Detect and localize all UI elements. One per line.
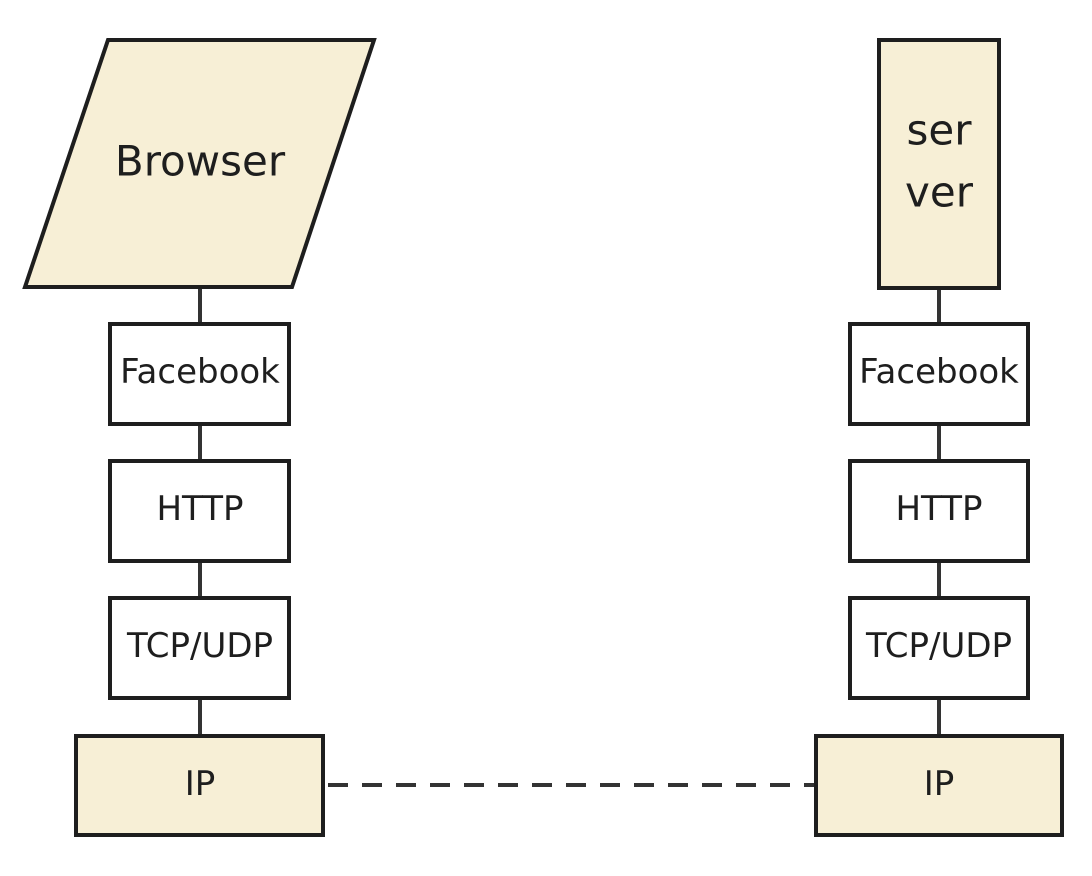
right-facebook-box: [848, 322, 1030, 426]
left-facebook-layer[interactable]: Facebook: [108, 322, 291, 426]
right-ip-label: IP: [924, 764, 955, 804]
left-ip-box: [74, 734, 325, 837]
browser-shape: [22, 38, 377, 289]
right-http-box: [848, 459, 1030, 563]
right-facebook-label: Facebook: [859, 352, 1019, 392]
browser-node[interactable]: Browser: [22, 38, 377, 289]
right-tcp-udp-layer[interactable]: TCP/UDP: [848, 596, 1030, 700]
left-http-layer[interactable]: HTTP: [108, 459, 291, 563]
left-ip-label: IP: [185, 764, 216, 804]
left-ip-layer[interactable]: IP: [74, 734, 325, 837]
right-http-label: HTTP: [895, 489, 982, 529]
left-tcp-udp-label: TCP/UDP: [126, 626, 273, 666]
left-tcp-udp-layer[interactable]: TCP/UDP: [108, 596, 291, 700]
right-ip-box: [814, 734, 1064, 837]
right-stack: ser ver Facebook HTTP TCP/UDP IP: [814, 38, 1064, 837]
left-facebook-label: Facebook: [120, 352, 280, 392]
left-facebook-box: [108, 322, 291, 426]
browser-label: Browser: [115, 137, 286, 186]
right-ip-layer[interactable]: IP: [814, 734, 1064, 837]
left-http-label: HTTP: [156, 489, 243, 529]
right-http-layer[interactable]: HTTP: [848, 459, 1030, 563]
right-tcp-udp-box: [848, 596, 1030, 700]
server-label-line2: ver: [905, 168, 974, 217]
server-node[interactable]: ser ver: [877, 38, 1001, 290]
server-shape: [877, 38, 1001, 290]
right-tcp-udp-label: TCP/UDP: [865, 626, 1012, 666]
server-label-line1: ser: [907, 106, 973, 155]
left-http-box: [108, 459, 291, 563]
left-tcp-udp-box: [108, 596, 291, 700]
right-facebook-layer[interactable]: Facebook: [848, 322, 1030, 426]
left-stack: Browser Facebook HTTP TCP/UDP IP: [22, 38, 377, 837]
